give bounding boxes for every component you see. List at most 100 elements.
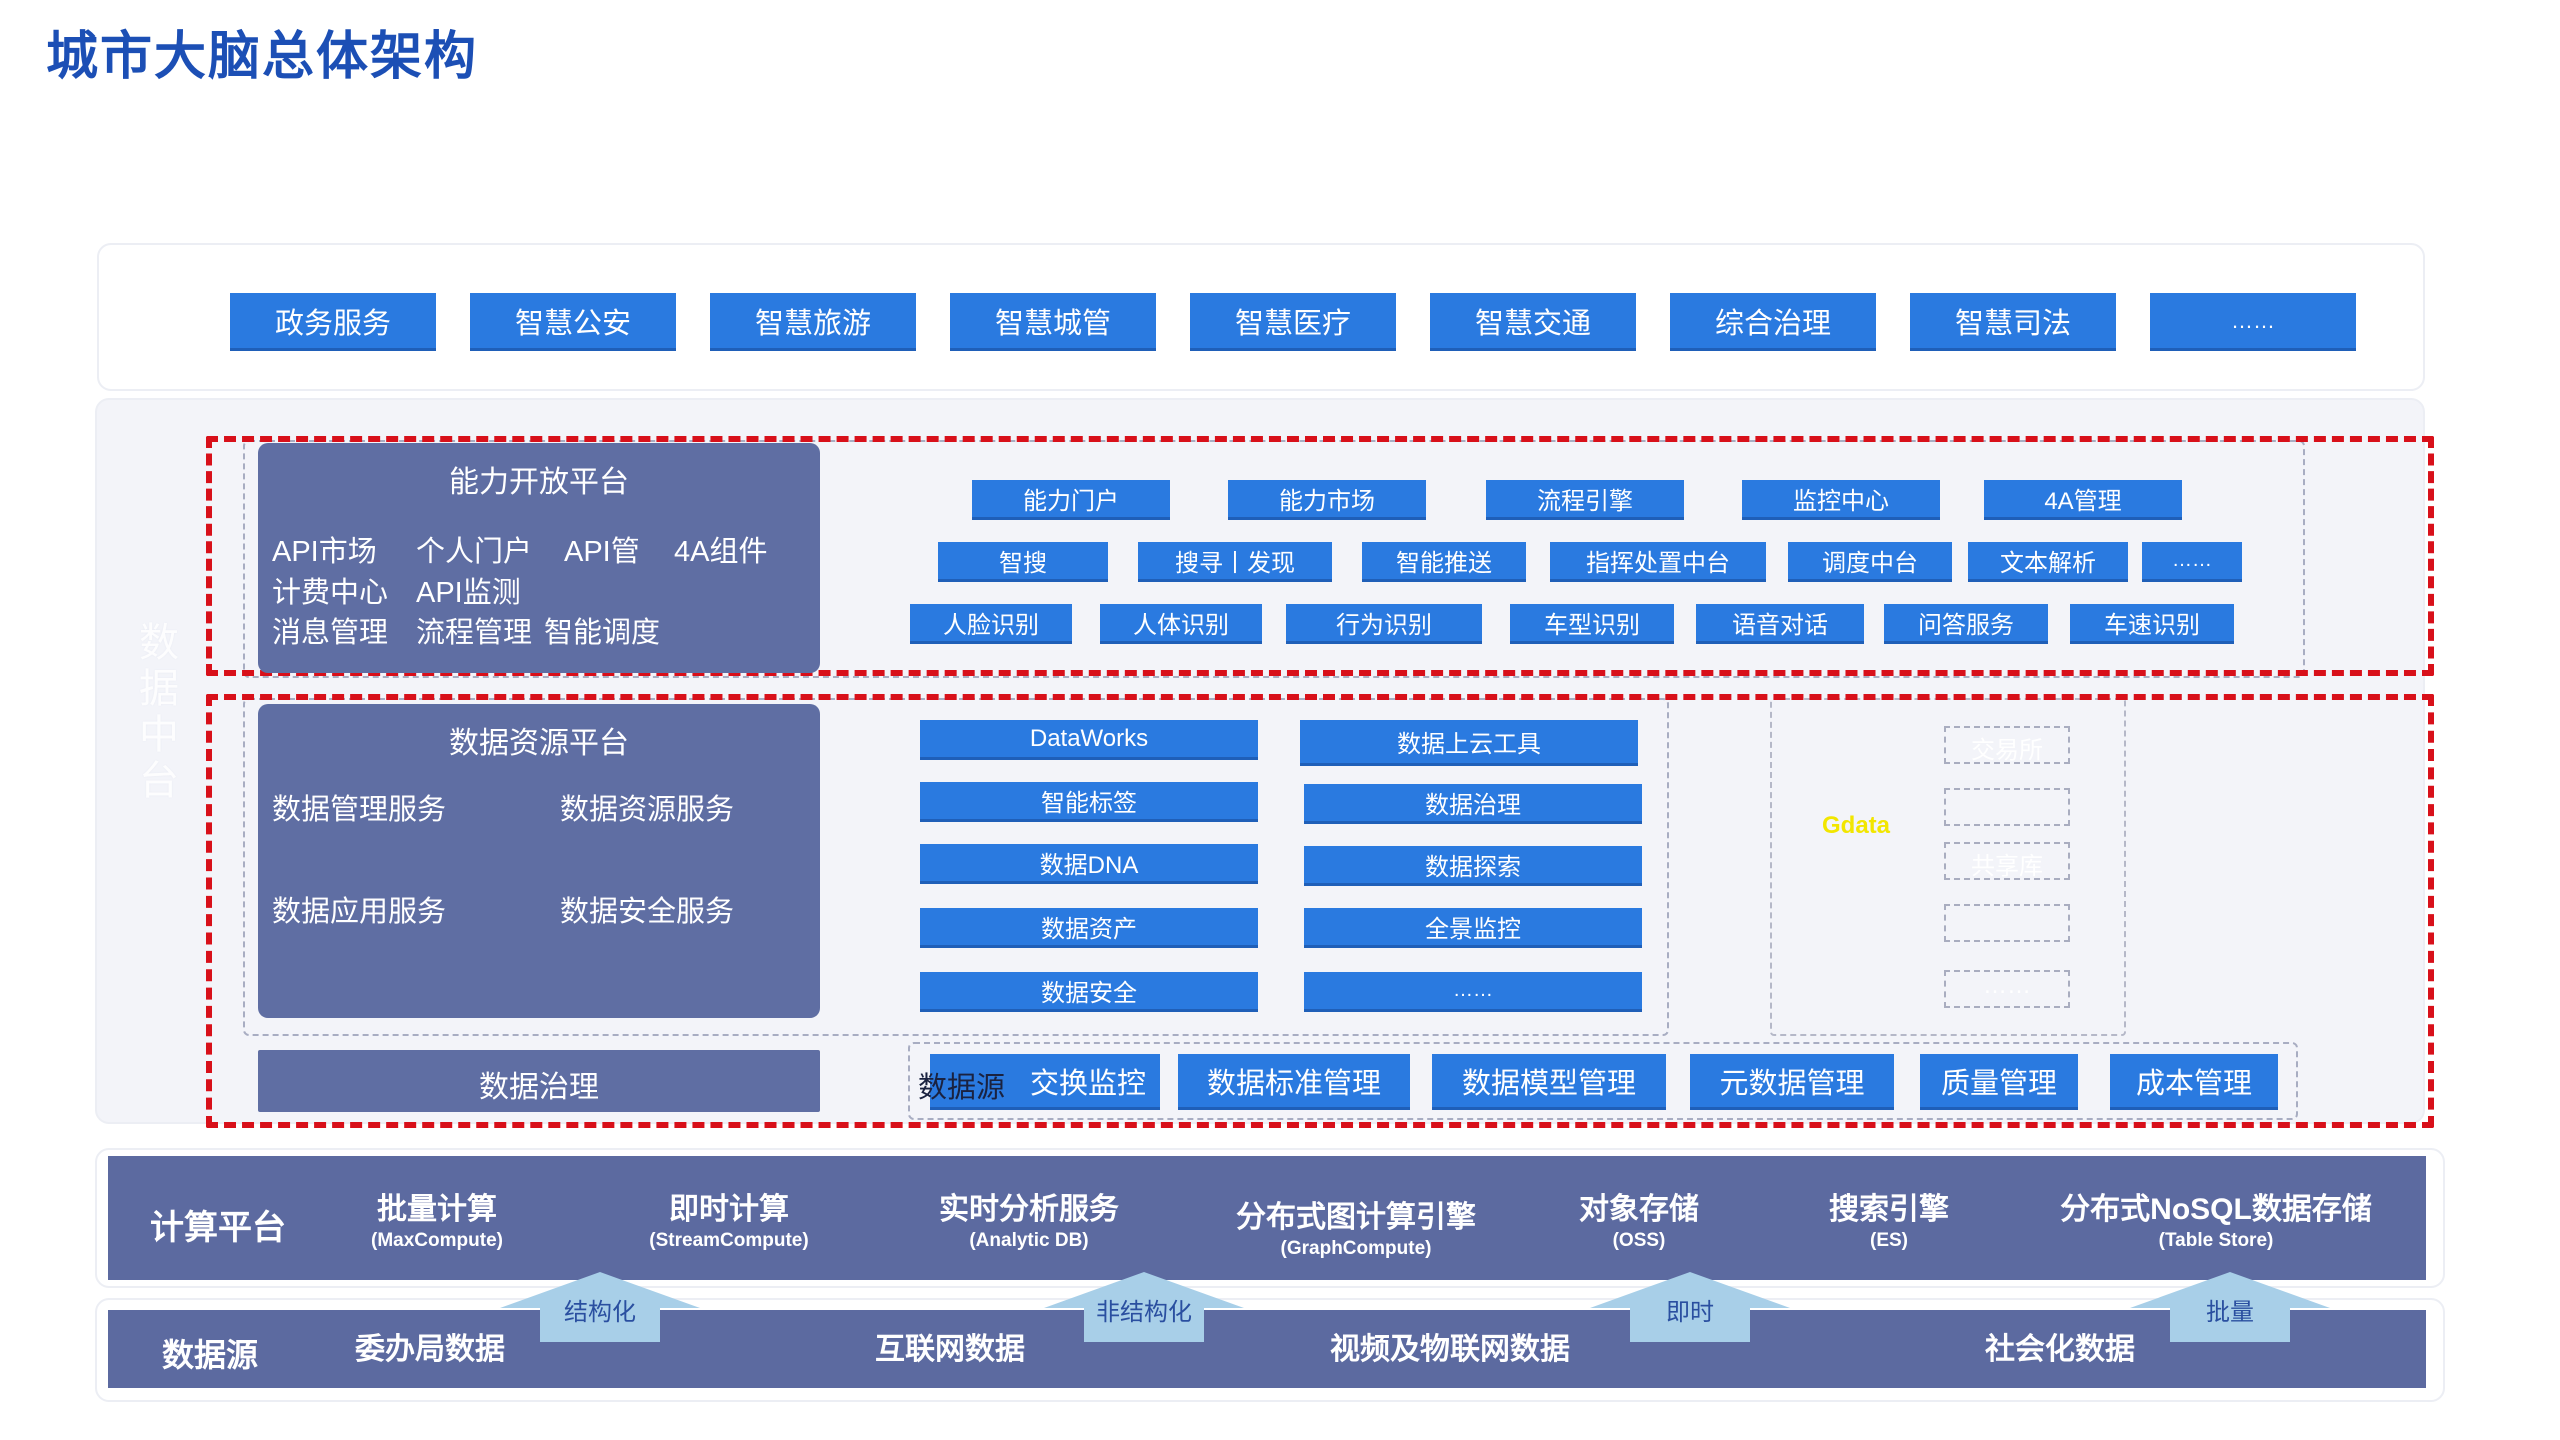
data-source-band: 数据源 [108,1310,2426,1388]
compute-service: 搜索引擎(ES) [1829,1193,1949,1251]
governance-module[interactable]: 元数据管理 [1690,1054,1894,1110]
governance-module[interactable]: 质量管理 [1920,1054,2078,1110]
arrow-label: 即时 [1666,1299,1714,1326]
gdata-slot [1944,904,2070,942]
ability-module[interactable]: 人脸识别 [910,604,1072,644]
ability-item: API监测 [416,577,521,609]
gdata-label: Gdata [1822,812,1891,839]
app-box[interactable]: 智慧公安 [470,293,676,351]
governance-title: 数据治理 [479,1071,599,1104]
resource-item: 数据应用服务 [272,896,447,928]
governance-title-box: 数据治理 [258,1050,820,1112]
resource-item: 数据管理服务 [272,794,447,826]
resource-platform-title: 数据资源平台 [449,727,629,760]
ability-module[interactable]: 人体识别 [1100,604,1262,644]
data-source-item: 社会化数据 [1985,1333,2135,1366]
ability-module[interactable]: 车速识别 [2070,604,2234,644]
resource-item: 数据资源服务 [560,794,735,826]
app-box[interactable]: 智慧司法 [1910,293,2116,351]
ability-module[interactable]: 流程引擎 [1486,480,1684,520]
ability-module[interactable]: 能力市场 [1228,480,1426,520]
app-box[interactable]: …… [2150,293,2356,351]
data-source-item: 视频及物联网数据 [1330,1333,1570,1366]
data-source-overlap-label: 数据源 [918,1072,1006,1104]
app-box[interactable]: 政务服务 [230,293,436,351]
app-box[interactable]: 智慧城管 [950,293,1156,351]
governance-module[interactable]: 数据标准管理 [1178,1054,1410,1110]
ability-module[interactable]: 文本解析 [1968,542,2128,582]
ability-item: API市场 [272,536,377,568]
arrow-label: 结构化 [564,1299,636,1326]
resource-highlight-frame [206,694,2434,1128]
app-box[interactable]: 智慧交通 [1430,293,1636,351]
ability-module[interactable]: 行为识别 [1286,604,1482,644]
resource-tool[interactable]: …… [1304,972,1642,1012]
ability-module[interactable]: 车型识别 [1510,604,1674,644]
ability-module[interactable]: 智能推送 [1362,542,1526,582]
ability-highlight-frame [206,436,2434,676]
compute-band: 计算平台 [108,1156,2426,1280]
gdata-slot [1944,970,2070,1008]
ability-module[interactable]: 搜寻丨发现 [1138,542,1332,582]
ability-module[interactable]: 4A管理 [1984,480,2182,520]
ability-module[interactable]: 调度中台 [1788,542,1952,582]
upward-arrow: 非结构化 [1044,1272,1244,1342]
resource-item: 数据安全服务 [560,896,735,928]
upward-arrow: 即时 [1590,1272,1790,1342]
compute-service: 即时计算(StreamCompute) [649,1193,809,1251]
ability-module[interactable]: 能力门户 [972,480,1170,520]
ability-item: 计费中心 [272,577,389,609]
compute-service: 实时分析服务(Analytic DB) [939,1193,1119,1251]
ability-platform-card: 能力开放平台 API市场 个人门户 API管 4A组件 计费中心 API监测 消… [258,443,820,673]
ability-module[interactable]: 监控中心 [1742,480,1940,520]
compute-label: 计算平台 [150,1209,286,1247]
page-title: 城市大脑总体架构 [46,28,479,86]
gdata-slot [1944,788,2070,826]
up-arrow-icon [500,1272,700,1342]
gdata-slot [1944,726,2070,764]
ability-item: API管 [564,536,640,568]
data-source-label: 数据源 [162,1337,259,1373]
governance-module[interactable]: 交换监控 [930,1054,1160,1110]
compute-service: 分布式图计算引擎(GraphCompute) [1236,1201,1476,1259]
gdata-slot-text: …… [1983,972,2031,999]
resource-tool[interactable]: 数据探索 [1304,846,1642,886]
resource-tool[interactable]: DataWorks [920,720,1258,760]
ability-platform-title: 能力开放平台 [449,466,629,499]
resource-platform-card: 数据资源平台 数据管理服务 数据资源服务 数据应用服务 数据安全服务 [258,704,820,1018]
up-arrow-icon [2130,1272,2330,1342]
ability-module[interactable]: 问答服务 [1884,604,2048,644]
compute-service: 分布式NoSQL数据存储(Table Store) [2060,1193,2372,1251]
gdata-slot-text: 共享库 [1971,853,2043,880]
ability-item: 4A组件 [674,536,768,568]
ability-module[interactable]: 指挥处置中台 [1550,542,1766,582]
app-box[interactable]: 综合治理 [1670,293,1876,351]
ability-item: 个人门户 [416,536,533,568]
data-source-item: 委办局数据 [355,1333,505,1366]
resource-tool[interactable]: 数据治理 [1304,784,1642,824]
governance-module[interactable]: 数据模型管理 [1432,1054,1666,1110]
compute-service: 对象存储(OSS) [1579,1193,1699,1251]
ability-module[interactable]: …… [2142,542,2242,582]
resource-tool[interactable]: 数据上云工具 [1300,720,1638,766]
arrow-label: 批量 [2206,1299,2254,1326]
data-source-item: 互联网数据 [875,1333,1025,1366]
gdata-slot [1944,842,2070,880]
resource-tool[interactable]: 全景监控 [1304,908,1642,948]
app-box[interactable]: 智慧医疗 [1190,293,1396,351]
upward-arrow: 结构化 [500,1272,700,1342]
up-arrow-icon [1590,1272,1790,1342]
ability-module[interactable]: 智搜 [938,542,1108,582]
governance-module[interactable]: 成本管理 [2110,1054,2278,1110]
resource-tool[interactable]: 数据DNA [920,844,1258,884]
app-box[interactable]: 智慧旅游 [710,293,916,351]
resource-tool[interactable]: 数据资产 [920,908,1258,948]
ability-module[interactable]: 语音对话 [1696,604,1864,644]
arrow-label: 非结构化 [1096,1299,1192,1326]
resource-tool[interactable]: 智能标签 [920,782,1258,822]
ability-item: 智能调度 [544,617,661,649]
resource-tool[interactable]: 数据安全 [920,972,1258,1012]
ability-item: 流程管理 [416,617,533,649]
ability-item: 消息管理 [272,617,389,649]
data-platform-label: 数据中台 [139,621,179,803]
